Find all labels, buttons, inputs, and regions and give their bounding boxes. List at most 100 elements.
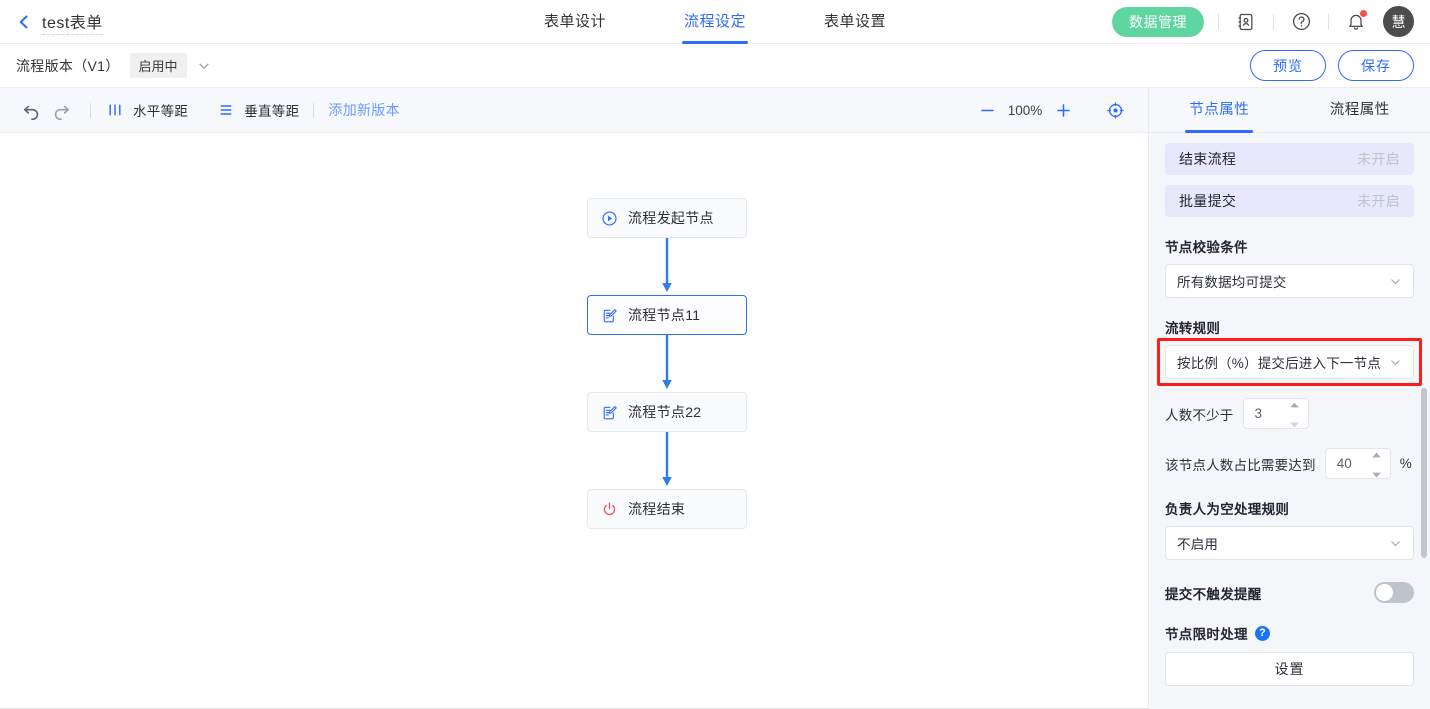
transfer-rule-highlight: 按比例（%）提交后进入下一节点 [1157,338,1422,386]
distribute-vertical-button[interactable]: 垂直等距 [216,95,299,125]
section-batch-submit[interactable]: 批量提交 未开启 [1165,185,1414,217]
tab-form-design[interactable]: 表单设计 [543,13,606,30]
redo-icon[interactable] [46,95,76,125]
no-remind-row: 提交不触发提醒 [1165,582,1414,603]
form-edit-icon [600,306,618,324]
main-nav-tabs: 表单设计 流程设定 表单设置 [0,0,1430,44]
chevron-down-icon [1389,356,1402,369]
min-count-label: 人数不少于 [1165,407,1234,423]
transfer-rule-select[interactable]: 按比例（%）提交后进入下一节点 [1165,345,1414,379]
flow-node-11[interactable]: 流程节点11 [587,295,747,335]
distribute-vertical-icon [216,95,236,125]
validate-condition-value: 所有数据均可提交 [1177,275,1287,290]
data-manage-button[interactable]: 数据管理 [1112,6,1204,37]
stepper-up-icon[interactable] [1371,445,1382,463]
flow-node-end[interactable]: 流程结束 [587,489,747,529]
flow-edge [587,335,747,392]
back-and-title: test表单 [0,9,103,35]
section-title: 结束流程 [1179,151,1237,167]
transfer-rule-label: 流转规则 [1165,321,1221,336]
power-off-icon [600,500,618,518]
undo-icon[interactable] [16,95,46,125]
transfer-rule-value: 按比例（%）提交后进入下一节点 [1177,356,1382,371]
timeout-settings-button[interactable]: 设置 [1165,652,1414,686]
status-badge: 启用中 [129,53,187,78]
flow-node-label: 流程节点22 [628,404,702,420]
version-actions: 预览 保存 [1250,50,1414,81]
distribute-horizontal-label: 水平等距 [133,104,189,119]
add-new-version-link[interactable]: 添加新版本 [328,102,400,118]
question-mark-icon[interactable]: ? [1254,625,1270,641]
stepper-down-icon[interactable] [1371,465,1382,483]
header-actions: 数据管理 [1112,6,1430,37]
no-remind-toggle[interactable] [1374,582,1414,603]
no-remind-label: 提交不触发提醒 [1165,586,1262,602]
flow-diagram: 流程发起节点 [587,198,747,529]
help-circle-icon[interactable] [1288,9,1314,35]
contacts-icon[interactable] [1233,9,1259,35]
page-title: test表单 [42,9,103,35]
tab-form-setting[interactable]: 表单设置 [824,13,887,30]
tab-node-properties[interactable]: 节点属性 [1185,88,1254,133]
canvas-toolbar: 水平等距 垂直等距 添加新版本 100% [0,88,1148,133]
bell-icon[interactable] [1343,9,1369,35]
section-end-process[interactable]: 结束流程 未开启 [1165,143,1414,175]
zoom-controls: 100% [970,95,1132,125]
chevron-down-icon[interactable] [197,59,211,73]
save-button[interactable]: 保存 [1338,50,1414,81]
version-bar: 流程版本（V1） 启用中 预览 保存 [0,44,1430,88]
play-circle-icon [600,209,618,227]
top-header: test表单 表单设计 流程设定 表单设置 数据管理 [0,0,1430,44]
flow-canvas[interactable]: 流程发起节点 [0,133,1148,708]
min-count-row: 人数不少于 [1165,398,1414,429]
flow-edge [587,432,747,489]
ratio-stepper[interactable] [1324,448,1391,479]
flow-edge [587,238,747,295]
chevron-down-icon [1389,275,1402,288]
stepper-arrows[interactable] [1289,395,1304,433]
stepper-arrows[interactable] [1371,445,1386,483]
validate-condition-label: 节点校验条件 [1165,240,1248,255]
ratio-unit: % [1399,456,1412,471]
zoom-out-button[interactable] [970,95,1004,125]
ratio-input[interactable] [1336,456,1371,471]
ratio-label: 该节点人数占比需要达到 [1165,457,1316,473]
flow-node-label: 流程发起节点 [628,210,714,226]
ratio-row: 该节点人数占比需要达到 % [1165,448,1414,479]
avatar[interactable]: 慧 [1383,6,1414,37]
preview-button[interactable]: 预览 [1250,50,1326,81]
distribute-horizontal-icon [105,95,125,125]
section-title: 批量提交 [1179,193,1237,209]
validate-condition-select[interactable]: 所有数据均可提交 [1165,264,1414,298]
timeout-label-row: 节点限时处理 ? [1165,623,1414,643]
body-row: 水平等距 垂直等距 添加新版本 100% [0,88,1430,709]
zoom-in-button[interactable] [1046,95,1080,125]
distribute-horizontal-button[interactable]: 水平等距 [105,95,188,125]
form-edit-icon [600,403,618,421]
tab-process-setting[interactable]: 流程设定 [681,0,749,44]
owner-empty-value: 不启用 [1177,537,1219,552]
flow-node-start[interactable]: 流程发起节点 [587,198,747,238]
notification-badge-dot [1360,9,1367,17]
owner-empty-select[interactable]: 不启用 [1165,526,1414,560]
stepper-up-icon[interactable] [1289,395,1300,413]
min-count-input[interactable] [1254,406,1289,421]
fit-to-screen-button[interactable] [1098,95,1132,125]
panel-scroll-area: 结束流程 未开启 批量提交 未开启 节点校验条件 所有数据均可提交 流转规则 [1149,133,1430,709]
properties-panel: 节点属性 流程属性 结束流程 未开启 批量提交 未开启 节点校验条件 所有数据均… [1148,88,1430,709]
zoom-level-value: 100% [1007,102,1043,118]
stepper-down-icon[interactable] [1289,415,1300,433]
divider [313,102,315,118]
flow-node-22[interactable]: 流程节点22 [587,392,747,432]
flow-node-label: 流程结束 [628,501,686,517]
version-label: 流程版本（V1） [16,57,120,74]
panel-scrollbar[interactable] [1421,388,1427,558]
section-state: 未开启 [1357,193,1400,209]
owner-empty-label: 负责人为空处理规则 [1165,502,1290,517]
tab-process-properties[interactable]: 流程属性 [1329,101,1390,118]
flow-node-label: 流程节点11 [628,307,701,323]
min-count-stepper[interactable] [1242,398,1309,429]
chevron-left-icon[interactable] [16,14,32,30]
editor-column: 水平等距 垂直等距 添加新版本 100% [0,88,1148,709]
